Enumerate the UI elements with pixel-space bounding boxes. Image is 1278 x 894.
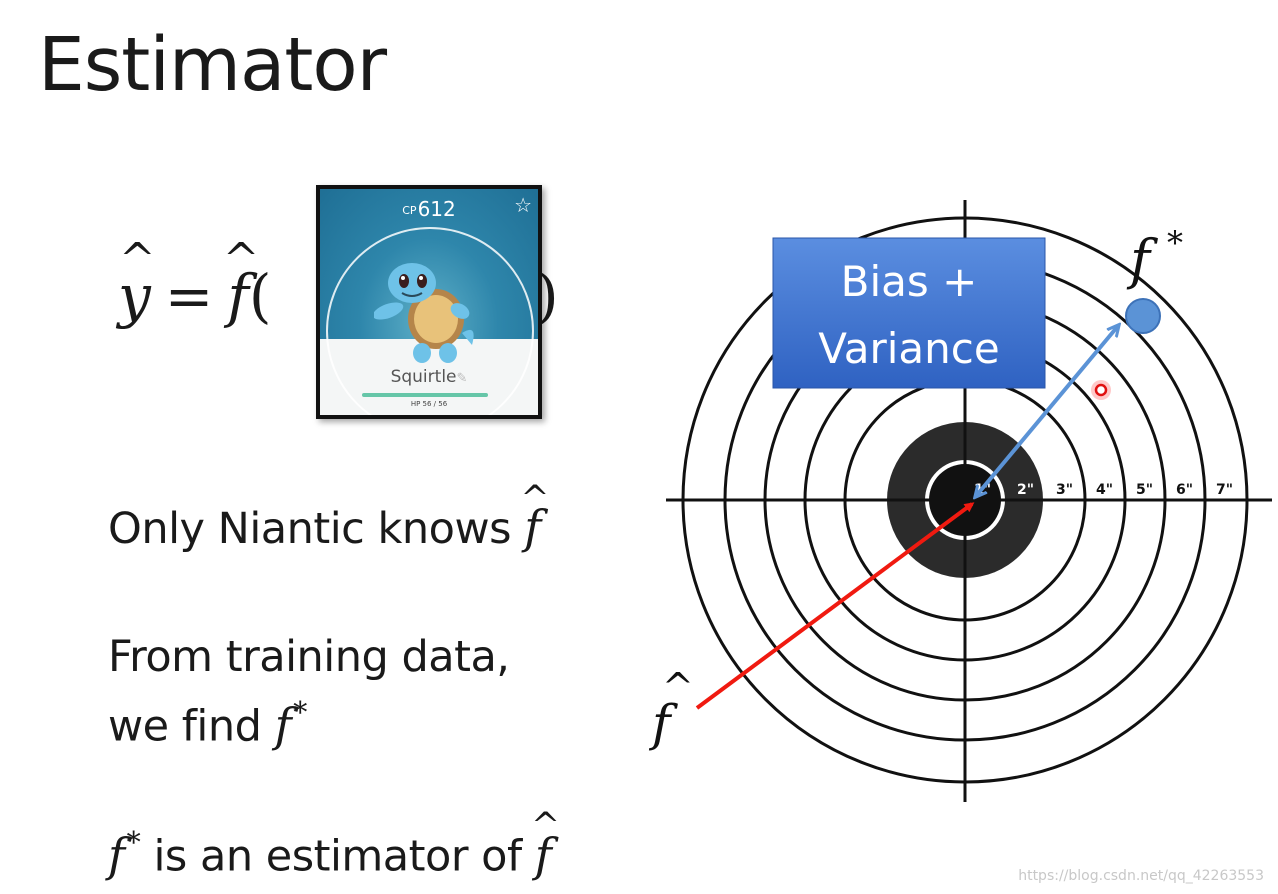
f-star-label: f *: [1126, 224, 1183, 291]
star-icon: ☆: [514, 193, 532, 217]
box-text-line2: Variance: [818, 324, 999, 373]
red-dot: [1094, 383, 1108, 397]
bias-arrow: [976, 326, 1118, 496]
estimator-equation: ^y=^f(): [118, 235, 559, 330]
pokemon-name: Squirtle✎: [390, 367, 468, 387]
f-hat-symbol: ^f: [520, 478, 550, 554]
target-diagram: 1" 2" 3" 4" 5" 6" 7" Bias + Variance f *…: [648, 200, 1272, 802]
card-cp: CP612: [402, 197, 456, 221]
ring-label-6: 6": [1176, 482, 1193, 498]
ring-label-7: 7": [1216, 482, 1233, 498]
f-hat-symbol: ^f: [222, 235, 260, 330]
hp-bar: [362, 393, 488, 397]
ring-label-3: 3": [1056, 482, 1073, 498]
text-we-find: we find f*: [108, 696, 307, 752]
text-only-niantic: Only Niantic knows ^f: [108, 478, 550, 554]
y-hat-symbol: ^y: [118, 235, 156, 330]
bias-variance-box: Bias + Variance: [772, 237, 1046, 389]
hp-text: HP 56 / 56: [410, 400, 448, 408]
watermark: https://blog.csdn.net/qq_42263553: [1018, 868, 1264, 884]
card-arc: [326, 227, 534, 415]
text-estimator-of: f* is an estimator of ^f: [108, 806, 560, 882]
f-star-symbol: f*: [274, 696, 308, 752]
svg-text:^: ^: [662, 665, 694, 709]
f-hat-symbol: ^f: [531, 806, 560, 882]
ring-label-5: 5": [1136, 482, 1153, 498]
svg-text:*: *: [1167, 224, 1183, 262]
f-hat-arrow: [695, 502, 975, 710]
f-star-symbol: f*: [108, 826, 141, 882]
f-star-dot: [1125, 298, 1161, 334]
slide-title: Estimator: [38, 22, 387, 108]
box-text-line1: Bias +: [841, 257, 978, 306]
ring-label-4: 4": [1096, 482, 1113, 498]
f-hat-label: f ^: [648, 665, 694, 752]
pokemon-card: CP612 ☆ Squirtle✎ HP 56 / 56: [316, 185, 542, 419]
equals-sign: =: [164, 262, 214, 330]
text-from-training: From training data,: [108, 632, 510, 682]
edit-icon: ✎: [456, 371, 468, 386]
open-paren: (: [248, 262, 272, 330]
ring-label-2: 2": [1017, 482, 1034, 498]
squirtle-image: [374, 263, 474, 363]
svg-text:f: f: [1126, 228, 1158, 291]
